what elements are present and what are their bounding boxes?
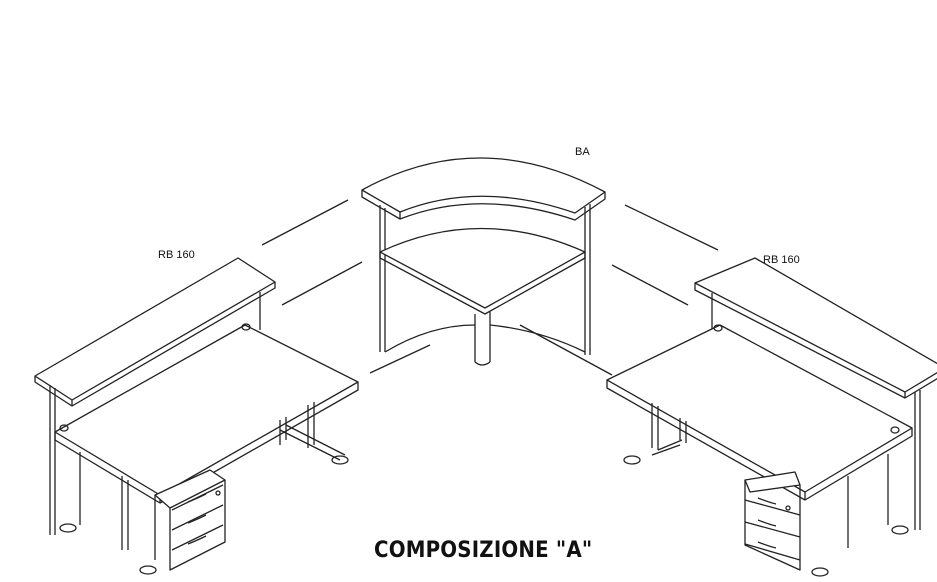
ba-corner-unit — [361, 157, 606, 366]
rb160-right-desk — [606, 257, 937, 577]
rb160-left-desk — [34, 257, 359, 575]
ba-unit-label: BA — [575, 146, 590, 158]
left-rb160-label: RB 160 — [158, 249, 195, 261]
composition-title: COMPOSIZIONE "A" — [374, 538, 593, 563]
right-rb160-label: RB 160 — [763, 254, 800, 266]
